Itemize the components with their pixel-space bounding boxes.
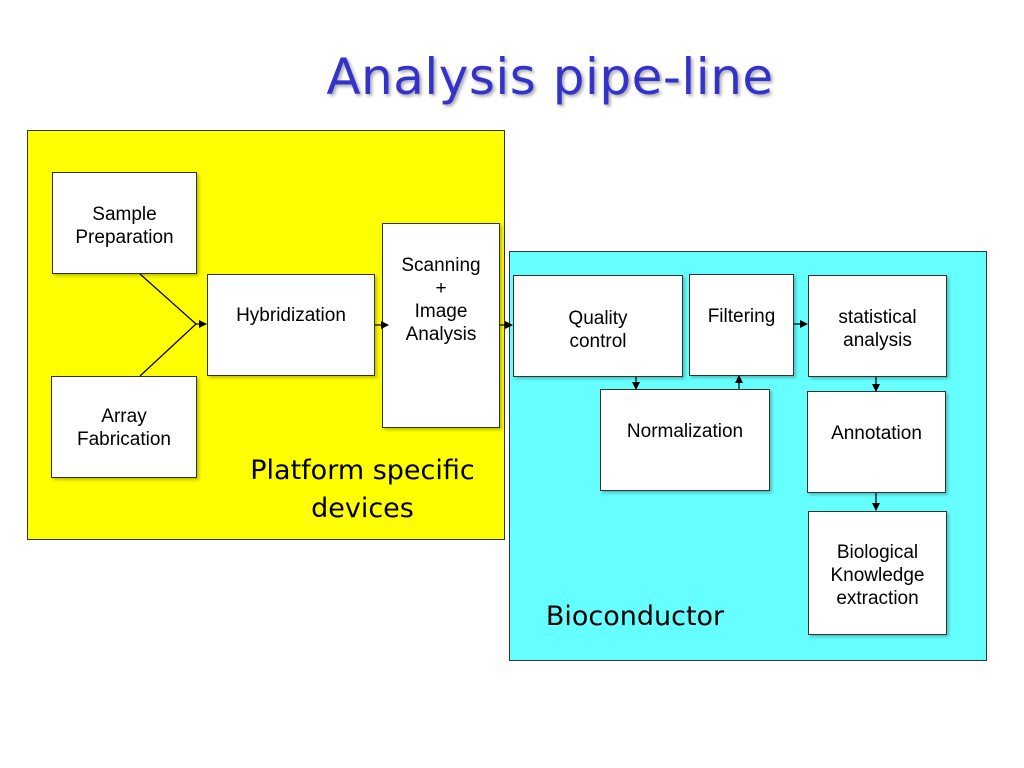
annotation-box: Annotation [807,391,946,493]
quality-control-line-2: control [569,331,627,352]
page-title: Analysis pipe-line [326,48,774,106]
scanning-line-2: + [435,278,447,299]
sample-to-hybridization-line [139,273,197,325]
platform-label-line-2: devices [311,493,414,524]
bioconductor-label: Bioconductor [545,601,725,632]
biological-knowledge-extraction-box: Biological Knowledge extraction [808,511,947,635]
normalization-label: Normalization [626,421,744,442]
annotation-label: Annotation [831,423,922,444]
statistical-analysis-line-1: statistical [838,307,917,328]
array-fabrication-line-2: Fabrication [77,429,171,450]
array-fabrication-box: Array Fabrication [51,376,197,478]
sample-preparation-box: Sample Preparation [52,172,197,274]
normalization-box: Normalization [600,389,770,491]
sample-preparation-line-1: Sample [92,204,157,225]
platform-label-line-1: Platform specific [250,455,475,486]
statistical-analysis-line-2: analysis [843,330,912,351]
scanning-image-analysis-box: Scanning + Image Analysis [382,223,500,428]
biological-knowledge-line-1: Biological [836,542,919,563]
hybridization-box: Hybridization [207,274,375,376]
hybridization-label: Hybridization [236,305,346,326]
filtering-label: Filtering [707,306,776,327]
scanning-line-4: Analysis [405,324,477,345]
array-fabrication-line-1: Array [101,406,147,427]
array-to-hybridization-line [139,323,197,377]
quality-control-box: Quality control [513,275,683,377]
scanning-line-3: Image [414,301,468,322]
platform-specific-label: Platform specific devices [235,452,490,528]
statistical-analysis-box: statistical analysis [808,275,947,377]
biological-knowledge-line-3: extraction [836,588,919,609]
quality-control-line-1: Quality [568,308,628,329]
biological-knowledge-line-2: Knowledge [830,565,925,586]
sample-preparation-line-2: Preparation [75,227,174,248]
scanning-line-1: Scanning [401,255,481,276]
